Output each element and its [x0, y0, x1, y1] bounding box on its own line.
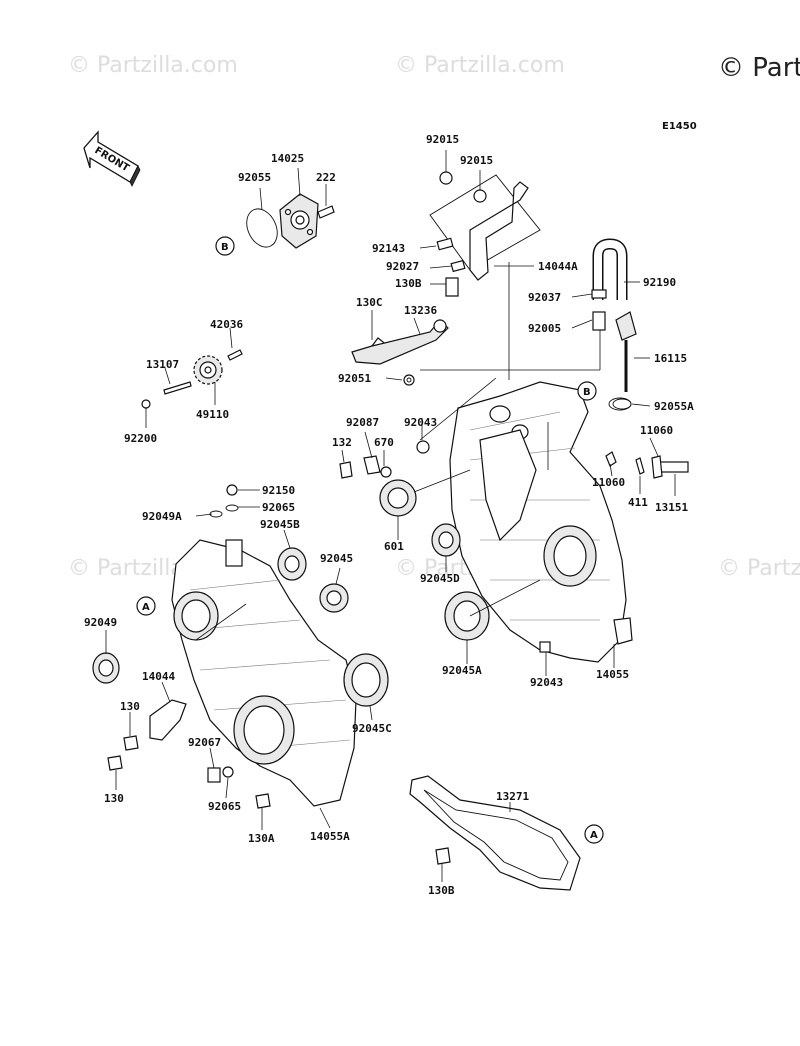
label-92045c: 92045C	[352, 722, 392, 735]
label-130a: 130A	[248, 832, 275, 845]
label-130b-top: 130B	[395, 277, 422, 290]
label-92045d: 92045D	[420, 572, 460, 585]
label-92065-bot: 92065	[208, 800, 241, 813]
o-ring-92055a	[608, 397, 632, 411]
label-92037: 92037	[528, 291, 561, 304]
bearings-center	[339, 440, 490, 641]
label-670: 670	[374, 436, 394, 449]
oil-pump-cover-group	[215, 193, 335, 256]
watermark-top-right: © Partz	[718, 53, 800, 83]
watermark-mid-right: © Partz	[718, 556, 800, 581]
label-222: 222	[316, 171, 336, 184]
breather-hose-group	[591, 238, 637, 410]
label-92005: 92005	[528, 322, 561, 335]
label-14044: 14044	[142, 670, 175, 683]
watermark-top-left: © Partzilla.com	[68, 53, 238, 78]
label-92015-b: 92015	[460, 154, 493, 167]
label-13151: 13151	[655, 501, 688, 514]
label-92143: 92143	[372, 242, 405, 255]
watermark-top-center: © Partzilla.com	[395, 53, 565, 78]
callout-b-right: B	[583, 387, 591, 398]
label-11060-a: 11060	[640, 424, 673, 437]
label-13107: 13107	[146, 358, 179, 371]
label-92027: 92027	[386, 260, 419, 273]
part-labels: 92015 92015 14025 92055 222 92143 14044A…	[84, 133, 694, 897]
label-92045b: 92045B	[260, 518, 300, 531]
label-14055: 14055	[596, 668, 629, 681]
label-49110: 49110	[196, 408, 229, 421]
label-92055: 92055	[238, 171, 271, 184]
label-13271: 13271	[496, 790, 529, 803]
label-92067: 92067	[188, 736, 221, 749]
label-601: 601	[384, 540, 404, 553]
label-42036: 42036	[210, 318, 243, 331]
label-14055a: 14055A	[310, 830, 350, 843]
callout-a-left: A	[142, 602, 150, 613]
label-92043-bot: 92043	[530, 676, 563, 689]
callout-b-left: B	[221, 242, 229, 253]
label-92051: 92051	[338, 372, 371, 385]
label-92150: 92150	[262, 484, 295, 497]
label-92045a: 92045A	[442, 664, 482, 677]
shift-arm-group	[351, 319, 449, 386]
right-crankcase-cover	[449, 381, 633, 663]
label-13236: 13236	[404, 304, 437, 317]
label-130b-bot: 130B	[428, 884, 455, 897]
label-411: 411	[628, 496, 648, 509]
label-92200: 92200	[124, 432, 157, 445]
label-130-a: 130	[120, 700, 140, 713]
front-arrow-icon: FRONT	[83, 130, 141, 187]
bearings-left	[92, 547, 389, 707]
label-92087: 92087	[346, 416, 379, 429]
callout-a-right: A	[590, 830, 598, 841]
label-130-b: 130	[104, 792, 124, 805]
left-crankcase	[171, 484, 357, 807]
label-92043-top: 92043	[404, 416, 437, 429]
label-92045: 92045	[320, 552, 353, 565]
label-130c: 130C	[356, 296, 383, 309]
label-16115: 16115	[654, 352, 687, 365]
label-92049: 92049	[84, 616, 117, 629]
bracket-14044-group	[107, 596, 271, 809]
bracket-group	[429, 171, 541, 380]
label-14025: 14025	[271, 152, 304, 165]
leader-lines	[105, 150, 676, 882]
label-92055a: 92055A	[654, 400, 694, 413]
oil-pump-gear-group	[141, 349, 243, 409]
small-parts-right	[605, 451, 689, 479]
diagram-code: E1450	[662, 121, 697, 132]
label-92049a: 92049A	[142, 510, 182, 523]
label-11060-b: 11060	[592, 476, 625, 489]
label-92190: 92190	[643, 276, 676, 289]
label-14044a: 14044A	[538, 260, 578, 273]
gasket-13271	[409, 775, 604, 891]
label-92065-top: 92065	[262, 501, 295, 514]
label-132: 132	[332, 436, 352, 449]
label-92015-a: 92015	[426, 133, 459, 146]
